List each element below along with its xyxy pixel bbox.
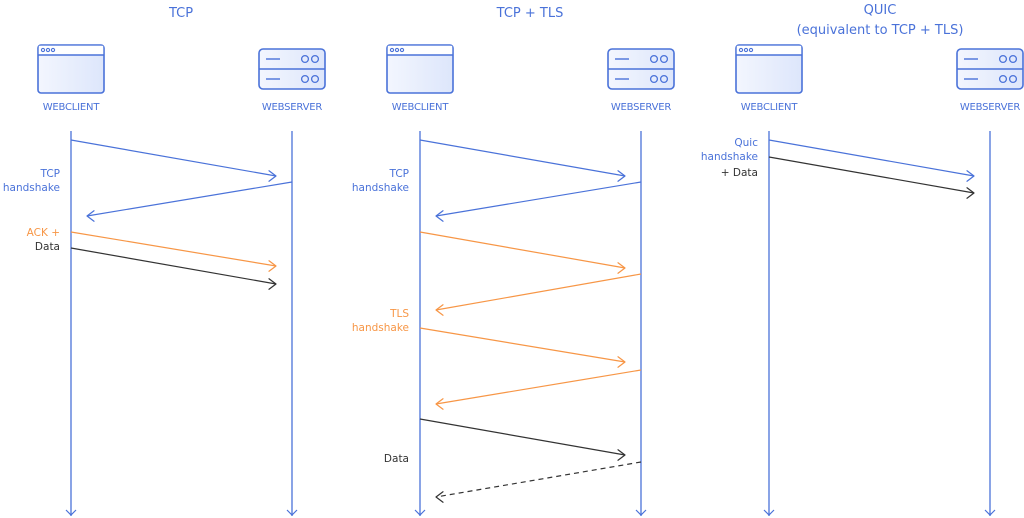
message-arrow (70, 247, 277, 290)
step-label: Quic (734, 137, 758, 149)
webclient-label: WEBCLIENT (43, 102, 101, 113)
step-label: Data (384, 453, 409, 465)
webclient-label: WEBCLIENT (392, 102, 450, 113)
message-arrow (768, 156, 975, 199)
panel-title: TCP + TLS (496, 6, 564, 21)
arrowhead-right-icon (268, 260, 277, 272)
webserver-icon (956, 48, 1024, 90)
arrowhead-right-icon (617, 449, 626, 461)
arrow-down-icon (65, 509, 77, 516)
webserver-label: WEBSERVER (611, 102, 672, 113)
arrowhead-right-icon (617, 262, 626, 274)
step-label: TCP (40, 168, 60, 180)
webclient-browser-icon (735, 44, 803, 94)
step-label: handshake (352, 182, 409, 194)
arrowhead-right-icon (617, 356, 626, 368)
arrowhead-right-icon (268, 170, 277, 182)
message-arrow (435, 461, 642, 503)
message-arrow (419, 418, 626, 461)
arrow-down-icon (635, 509, 647, 516)
protocol-panel-3: QUIC (equivalent to TCP + TLS) WEBCLIENT WE… (701, 3, 1024, 516)
step-label: TCP (389, 168, 409, 180)
panel-title: TCP (168, 6, 193, 21)
webserver-icon (607, 48, 675, 90)
message-arrow (419, 327, 626, 368)
webserver-icon (258, 48, 326, 90)
webclient-label: WEBCLIENT (741, 102, 799, 113)
arrowhead-right-icon (617, 170, 626, 182)
message-arrow (768, 139, 975, 182)
webserver-label: WEBSERVER (960, 102, 1021, 113)
arrowhead-left-icon (435, 210, 444, 222)
step-label: handshake (352, 322, 409, 334)
step-label: handshake (701, 151, 758, 163)
arrow-down-icon (414, 509, 426, 516)
message-arrow (70, 139, 277, 182)
arrowhead-right-icon (966, 170, 975, 182)
message-arrow (419, 139, 626, 182)
message-arrow (435, 369, 642, 410)
step-label: TLS (389, 308, 409, 320)
arrowhead-right-icon (268, 278, 277, 290)
arrowhead-left-icon (435, 398, 444, 410)
message-arrow (86, 181, 293, 222)
arrowhead-right-icon (966, 187, 975, 199)
arrow-down-icon (286, 509, 298, 516)
message-arrow (435, 273, 642, 316)
panel-title: QUIC (864, 3, 897, 18)
webclient-browser-icon (37, 44, 105, 94)
webserver-label: WEBSERVER (262, 102, 323, 113)
step-label: ACK + (27, 227, 60, 239)
message-arrow (419, 231, 626, 274)
arrowhead-left-icon (435, 304, 444, 316)
arrowhead-left-icon (435, 491, 444, 503)
panel-title: (equivalent to TCP + TLS) (797, 23, 964, 38)
webclient-browser-icon (386, 44, 454, 94)
arrow-down-icon (984, 509, 996, 516)
arrow-down-icon (763, 509, 775, 516)
message-arrow (70, 231, 277, 272)
step-label: + Data (721, 167, 758, 179)
message-arrow (435, 181, 642, 222)
step-label: handshake (3, 182, 60, 194)
step-label: Data (35, 241, 60, 253)
arrowhead-left-icon (86, 210, 95, 222)
